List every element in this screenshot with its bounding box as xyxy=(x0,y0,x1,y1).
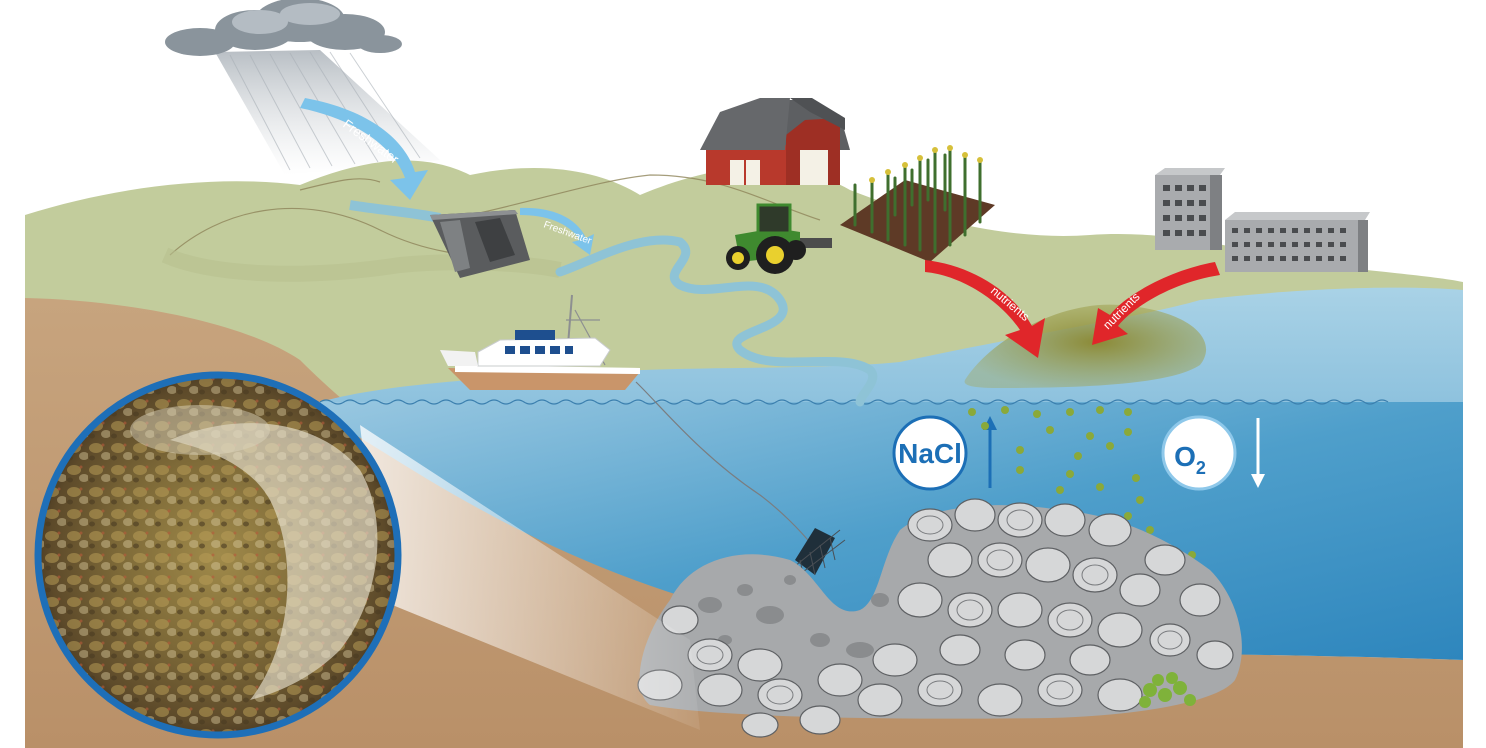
dam-icon xyxy=(430,210,530,278)
water-surface xyxy=(319,399,1389,405)
nutrient-patch xyxy=(964,304,1207,388)
river xyxy=(555,235,878,407)
nacl-badge: NaCl xyxy=(892,415,968,491)
oxygen-badge: O2 xyxy=(1161,415,1237,491)
city-buildings-icon xyxy=(1155,168,1370,272)
magnifier-beam xyxy=(360,425,700,730)
nacl-label: NaCl xyxy=(898,438,962,469)
oyster-reef-icon xyxy=(637,498,1242,738)
svg-text:O2: O2 xyxy=(1174,441,1206,478)
o2-label: O xyxy=(1174,441,1196,472)
oyster-closeup-photo xyxy=(34,371,402,739)
barn-icon xyxy=(700,98,850,185)
corn-field-icon xyxy=(840,145,995,262)
dredge-icon xyxy=(789,528,846,583)
seabed xyxy=(25,298,1463,748)
oxygen-down-arrow xyxy=(1251,418,1265,488)
tractor-icon xyxy=(726,203,832,274)
boat-icon xyxy=(440,294,640,390)
o2-subscript: 2 xyxy=(1196,458,1206,478)
